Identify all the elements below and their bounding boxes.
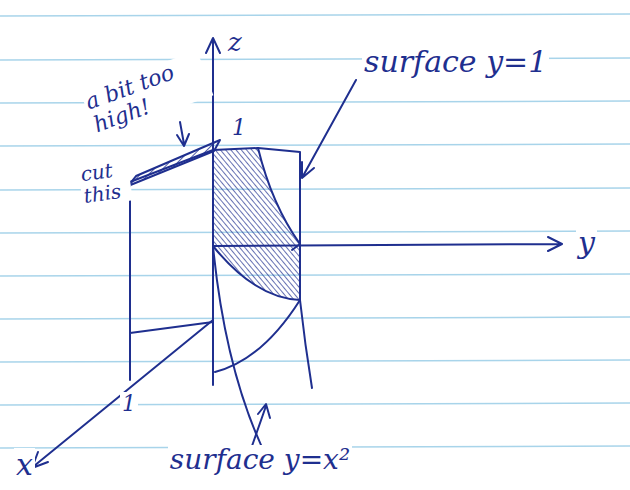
note-text: a bit too high! [80,50,213,138]
solid-edge [215,300,300,372]
ruled-lines [0,14,630,448]
side-panel [130,150,213,380]
leader-arrow [302,80,356,178]
note-text: cut this [77,157,133,208]
top-strip [128,140,220,186]
axis-label: y [576,226,597,259]
axis-label: z [226,28,244,57]
plane-y1 [258,148,300,300]
parabola-curve [213,246,272,468]
tick-label: 1 [230,116,248,140]
axis-label: x [14,448,35,481]
plane-edge [300,300,312,388]
surface-label: surface y=1 [362,45,549,78]
leader-arrow [177,122,189,146]
tick-label: 1 [120,392,138,416]
solid-face [213,148,300,300]
surface-label: surface y=x² [168,445,352,476]
leader-arrow [252,404,270,446]
